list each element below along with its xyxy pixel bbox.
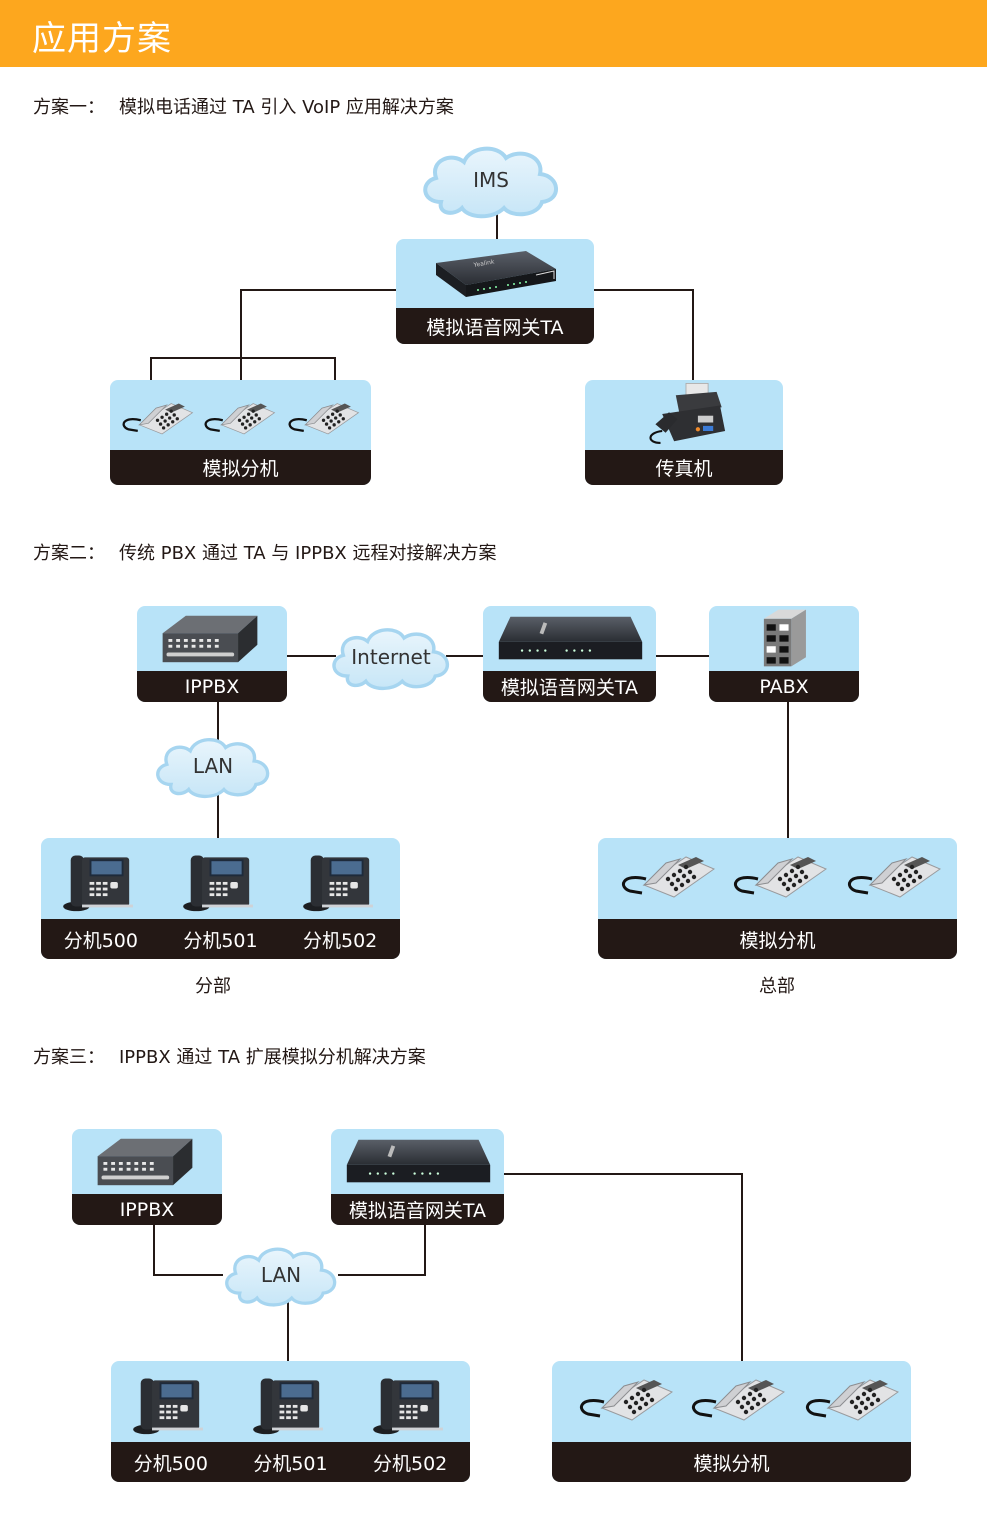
scheme1-gateway-label: 模拟语音网关TA	[396, 308, 594, 344]
lan-cloud: LAN	[218, 1242, 344, 1308]
scheme3-analog-phones-label: 模拟分机	[552, 1442, 911, 1482]
ims-cloud-label: IMS	[473, 168, 509, 192]
scheme3-ippbx-label: IPPBX	[72, 1194, 222, 1225]
scheme2-pabx-card: PABX	[709, 606, 859, 702]
gateway-device-icon	[426, 245, 566, 305]
connector-lan-ipphones	[217, 792, 219, 840]
scheme3-ipphones-labels: 分机500 分机501 分机502	[111, 1442, 470, 1482]
ims-cloud: IMS	[414, 140, 568, 220]
extension-label: 分机502	[373, 1452, 448, 1475]
ip-phone-icon	[61, 848, 137, 914]
scheme1-prefix: 方案一：	[33, 97, 105, 118]
scheme3-title-text: IPPBX 通过 TA 扩展模拟分机解决方案	[119, 1047, 426, 1068]
connector-ippbx-internet	[286, 655, 336, 657]
connector-pabx-phones	[787, 700, 789, 840]
ip-phone-icon	[131, 1371, 207, 1437]
ip-phone-icon	[181, 848, 257, 914]
extension-label: 分机500	[63, 929, 138, 952]
scheme3-ipphones-card: 分机500 分机501 分机502	[111, 1361, 470, 1482]
connector-gateway-down	[424, 1222, 426, 1276]
ippbx-device-icon	[155, 610, 265, 668]
ip-phone-icon	[371, 1371, 447, 1437]
connector-gateway-fax-v	[692, 289, 694, 381]
scheme3-ippbx-card: IPPBX	[72, 1129, 222, 1225]
fax-machine-icon	[641, 380, 731, 448]
connector-lan-gateway	[338, 1274, 426, 1276]
connector-gateway-pabx	[655, 655, 711, 657]
connector-gateway-phones-v	[240, 289, 242, 381]
connector-phone-3	[334, 357, 336, 381]
scheme3-gateway-label: 模拟语音网关TA	[331, 1194, 504, 1225]
connector-ippbx-lan	[153, 1274, 223, 1276]
scheme3-title: 方案三： IPPBX 通过 TA 扩展模拟分机解决方案	[33, 1043, 426, 1069]
connector-lan-ipphones	[287, 1302, 289, 1362]
gateway-device-icon	[493, 608, 648, 668]
scheme3-gateway-card: 模拟语音网关TA	[331, 1129, 504, 1225]
scheme2-analog-phones-card: 模拟分机	[598, 838, 957, 959]
lan-cloud-label: LAN	[260, 1263, 302, 1287]
scheme2-gateway-label: 模拟语音网关TA	[483, 671, 656, 702]
lan-cloud: LAN	[150, 732, 276, 800]
scheme1-phones-card: 模拟分机	[110, 380, 371, 485]
analog-phone-icon	[284, 394, 360, 442]
scheme3-prefix: 方案三：	[33, 1047, 105, 1068]
scheme2-ippbx-card: IPPBX	[137, 606, 287, 702]
hq-caption: 总部	[759, 976, 795, 997]
branch-caption: 分部	[195, 976, 231, 997]
ippbx-device-icon	[90, 1133, 200, 1191]
ip-phone-icon	[301, 848, 377, 914]
connector-ippbx-down	[153, 1222, 155, 1276]
analog-phone-icon	[200, 394, 276, 442]
scheme3-analog-phones-card: 模拟分机	[552, 1361, 911, 1482]
scheme1-fax-card: 传真机	[585, 380, 783, 485]
scheme2-prefix: 方案二：	[33, 543, 105, 564]
extension-label: 分机502	[303, 929, 378, 952]
analog-phone-icon	[800, 1373, 900, 1425]
scheme2-ipphones-labels: 分机500 分机501 分机502	[41, 919, 400, 959]
extension-label: 分机501	[253, 1452, 328, 1475]
internet-cloud: Internet	[326, 622, 456, 692]
connector-phone-1	[150, 357, 152, 381]
scheme2-ipphones-card: 分机500 分机501 分机502	[41, 838, 400, 959]
connector-gateway-phones-h	[240, 289, 398, 291]
pabx-server-icon	[755, 606, 813, 670]
analog-phone-icon	[686, 1373, 786, 1425]
scheme1-phones-label: 模拟分机	[110, 450, 371, 485]
lan-cloud-label: LAN	[192, 754, 234, 778]
scheme2-title: 方案二： 传统 PBX 通过 TA 与 IPPBX 远程对接解决方案	[33, 539, 496, 565]
scheme2-pabx-label: PABX	[709, 671, 859, 702]
analog-phone-icon	[118, 394, 194, 442]
connector-internet-gateway	[446, 655, 484, 657]
scheme1-title-text: 模拟电话通过 TA 引入 VoIP 应用解决方案	[119, 97, 454, 118]
page-header: 应用方案	[0, 0, 987, 67]
connector-gateway-analog-v	[741, 1173, 743, 1363]
scheme1-title: 方案一： 模拟电话通过 TA 引入 VoIP 应用解决方案	[33, 93, 454, 119]
scheme2-gateway-card: 模拟语音网关TA	[483, 606, 656, 702]
internet-cloud-label: Internet	[351, 645, 431, 669]
scheme1-gateway-card: 模拟语音网关TA	[396, 239, 594, 344]
connector-ippbx-lan	[217, 700, 219, 740]
scheme2-analog-phones-label: 模拟分机	[598, 919, 957, 959]
extension-label: 分机501	[183, 929, 258, 952]
analog-phone-icon	[728, 850, 828, 902]
connector-gateway-analog-h	[503, 1173, 743, 1175]
analog-phone-icon	[616, 850, 716, 902]
connector-phones-branch	[150, 357, 336, 359]
scheme2-title-text: 传统 PBX 通过 TA 与 IPPBX 远程对接解决方案	[119, 543, 497, 564]
analog-phone-icon	[842, 850, 942, 902]
connector-gateway-fax-h	[594, 289, 694, 291]
page-title: 应用方案	[32, 19, 172, 59]
gateway-device-icon	[341, 1131, 496, 1191]
scheme2-ippbx-label: IPPBX	[137, 671, 287, 702]
ip-phone-icon	[251, 1371, 327, 1437]
connector-ims-gateway	[496, 208, 498, 240]
analog-phone-icon	[574, 1373, 674, 1425]
scheme1-fax-label: 传真机	[585, 450, 783, 485]
extension-label: 分机500	[133, 1452, 208, 1475]
